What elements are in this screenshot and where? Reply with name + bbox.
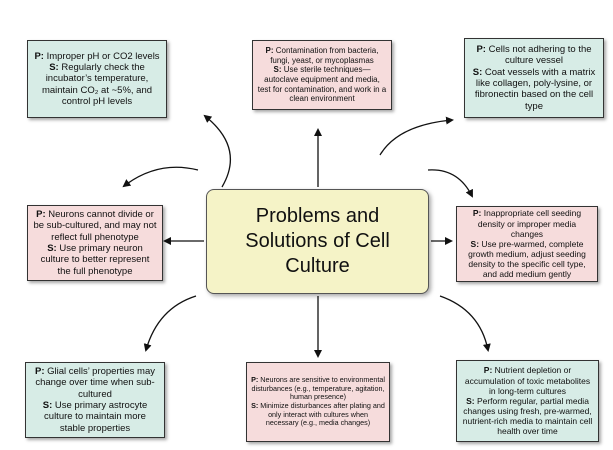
box-top-center-solution: S: Use sterile techniques—autoclave equi… xyxy=(257,65,387,104)
box-mid-right-solution: S: Use pre-warmed, complete growth mediu… xyxy=(468,238,586,280)
box-top-left-problem: P: Improper pH or CO2 levels xyxy=(34,50,160,62)
box-bottom-center: P: Neurons are sensitive to environmenta… xyxy=(246,362,390,442)
arrow-to-mid-right-upper xyxy=(427,169,473,198)
box-top-center-problem: P: Contamination from bacteria, fungi, y… xyxy=(265,46,379,65)
box-bottom-center-problem: P: Neurons are sensitive to environmenta… xyxy=(251,375,385,402)
box-bottom-right-solution: S: Perform regular, partial media change… xyxy=(462,395,593,437)
box-mid-left: P: Neurons cannot divide or be sub-cultu… xyxy=(27,205,163,281)
box-top-right-problem: P: Cells not adhering to the culture ves… xyxy=(476,43,592,67)
box-bottom-left-solution: S: Use primary astrocyte culture to main… xyxy=(42,400,148,434)
arrow-to-bottom-right xyxy=(439,295,491,352)
box-mid-right: P: Inappropriate cell seeding density or… xyxy=(456,206,598,282)
arrow-to-top-left xyxy=(203,114,231,188)
arrow-to-mid-left-upper xyxy=(122,166,199,188)
box-bottom-center-solution: S: Minimize disturbances after plating a… xyxy=(251,401,385,428)
arrow-to-top-right xyxy=(379,116,454,156)
box-top-left: P: Improper pH or CO2 levels S: Regularl… xyxy=(27,40,167,118)
box-mid-left-solution: S: Use primary neuron culture to better … xyxy=(40,243,150,277)
box-bottom-left: P: Glial cells’ properties may change ov… xyxy=(25,362,165,438)
box-bottom-right: P: Nutrient depletion or accumulation of… xyxy=(456,360,599,442)
box-bottom-left-problem: P: Glial cells’ properties may change ov… xyxy=(34,365,156,400)
box-bottom-right-problem: P: Nutrient depletion or accumulation of… xyxy=(464,365,591,396)
box-top-right-solution: S: Coat vessels with a matrix like colla… xyxy=(472,66,596,112)
arrow-to-bottom-left xyxy=(143,295,197,352)
box-top-center: P: Contamination from bacteria, fungi, y… xyxy=(252,40,392,110)
box-mid-left-problem: P: Neurons cannot divide or be sub-cultu… xyxy=(33,208,157,243)
center-title: Problems and Solutions of Cell Culture xyxy=(245,205,390,277)
box-top-right: P: Cells not adhering to the culture ves… xyxy=(464,38,604,118)
center-title-box: Problems and Solutions of Cell Culture xyxy=(206,189,429,294)
box-mid-right-problem: P: Inappropriate cell seeding density or… xyxy=(472,208,582,239)
box-top-left-solution: S: Regularly check the incubator’s tempe… xyxy=(41,61,153,108)
